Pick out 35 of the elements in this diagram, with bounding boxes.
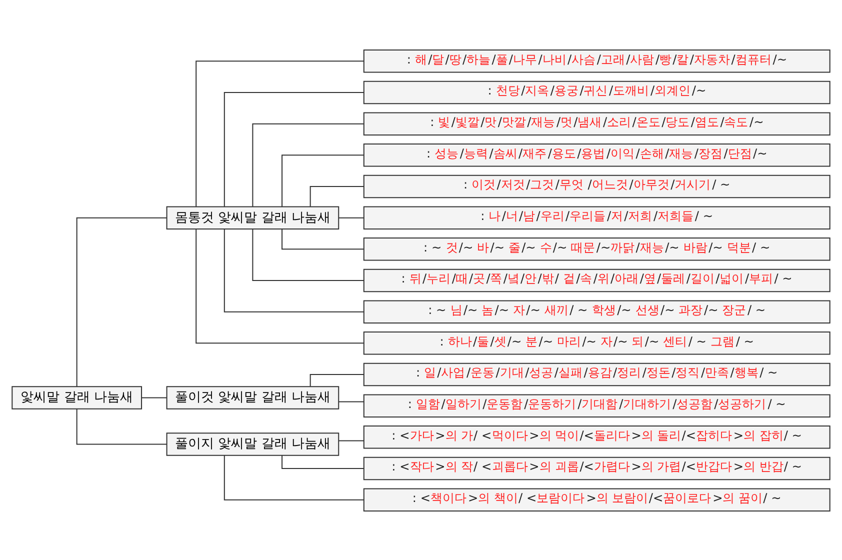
connector <box>310 186 364 206</box>
connector <box>76 216 167 386</box>
node-box: : 하나/둘/셋/~ 분/~ 마리/~ 자/~ 되/~ 센티/ ~ 그램/ ~ <box>363 331 830 354</box>
node-box: : 해/달/땅/하늘/풀/나무/나비/사슴/고래/사람/빵/칼/자동차/컴퓨터/~ <box>363 49 830 72</box>
connector <box>252 122 364 206</box>
node-box: : <작다>의 작/ <괴롭다>의 괴롭/<가렵다>의 가렵/<반갑다>의 반갑/ ~ <box>363 456 830 480</box>
node-box: : <가다>의 가/ <먹이다>의 먹이/<돌리다>의 돌리/<잡히다>의 잡히/ ~ <box>363 425 830 448</box>
connector <box>196 228 364 344</box>
node-box: : 빛/빛깔/맛/맛깔/재능/멋/냄새/소리/온도/당도/염도/속도/~ <box>363 112 830 135</box>
node-box: 풀이지 앛씨말 갈래 나눔새 <box>166 432 340 456</box>
node-box: 풀이것 앛씨말 갈래 나눔새 <box>166 386 340 409</box>
node-box: : 일함/일하기/운동함/운동하기/기대함/기대하기/성공함/성공하기/ ~ <box>363 394 830 417</box>
node-box: : 뒤/누리/때/곳/쪽/녘/안/밖/ 겉/속/위/아래/옆/둘레/길이/넓이/부피/ ~ <box>363 268 830 292</box>
node-box: 몸통것 앛씨말 갈래 나눔새 <box>166 206 340 229</box>
connector <box>338 216 364 218</box>
connector <box>338 440 364 441</box>
connector <box>252 228 364 280</box>
connector <box>142 396 167 398</box>
connector <box>282 228 364 250</box>
connector <box>338 400 364 402</box>
connector <box>282 154 364 206</box>
connector <box>196 60 364 206</box>
connector <box>224 228 364 312</box>
node-box: : ~ 것/~ 바/~ 줄/~ 수/~ 때문/~까닭/재능/~ 바람/~ 덕분/ ~ <box>363 237 830 260</box>
node-box: : ~ 님/~ 놈/~ 자/~ 새끼/ ~ 학생/~ 선생/~ 과장/~ 장군/ ~ <box>363 300 830 323</box>
node-box: : 천당/지옥/용궁/귀신/도깨비/외계인/~ <box>363 80 830 104</box>
node-box: : 이것/저것/그것/무엇 /어느것/아무것/거시기/ ~ <box>363 174 830 198</box>
connector <box>224 455 364 500</box>
node-box: : <책이다>의 책이/ <보람이다>의 보람이/<꿈이로다>의 꿈이/ ~ <box>363 488 830 511</box>
node-box: : 나/너/남/우리/우리들/저/저희/저희들/ ~ <box>363 206 830 229</box>
connector <box>76 408 167 444</box>
node-box: : 일/사업/운동/기대/성공/실패/용감/정리/정돈/정직/만족/행복/ ~ <box>363 362 830 386</box>
connector <box>224 92 364 206</box>
node-box: 앛씨말 갈래 나눔새 <box>12 386 142 409</box>
node-box: : 성능/능력/솜씨/재주/용도/용법/이익/손해/재능/장점/단점/~ <box>363 143 830 166</box>
